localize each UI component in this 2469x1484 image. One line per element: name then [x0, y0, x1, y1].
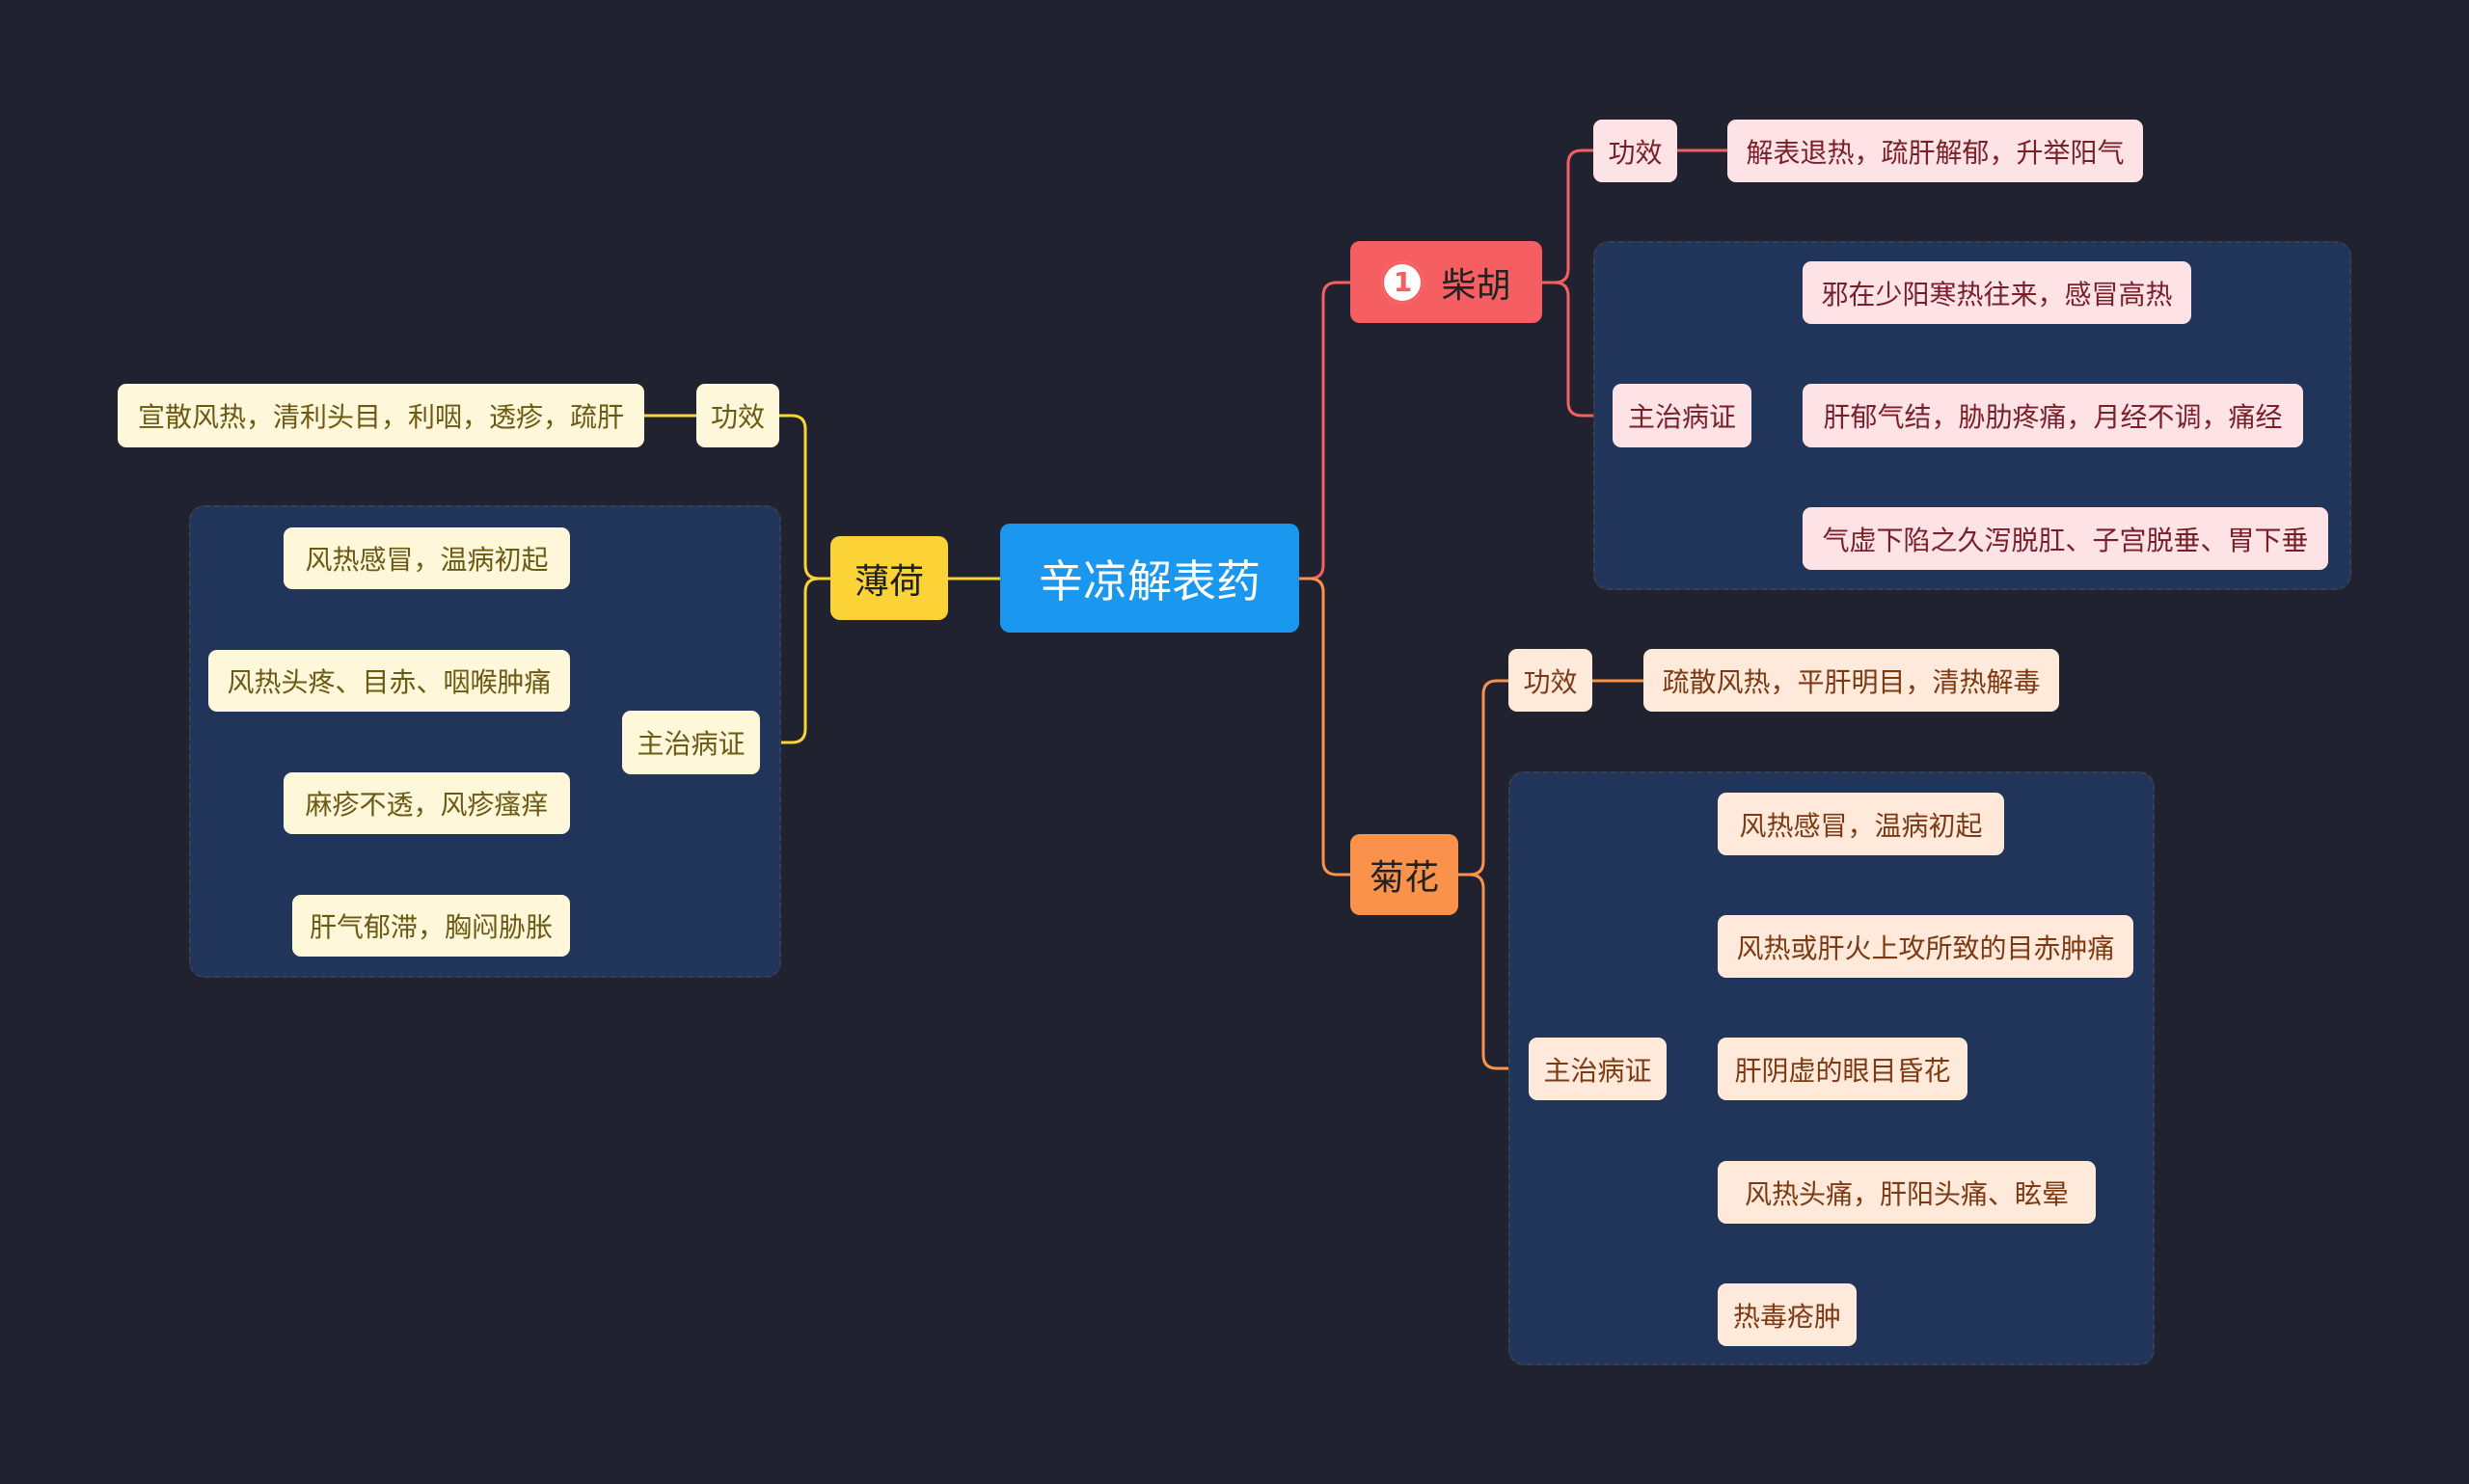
topic-juhua[interactable]: 菊花: [1350, 834, 1458, 915]
chaihu-gongxiao-label[interactable]: 功效: [1593, 120, 1677, 182]
connector-chaihu-gongxiao: [1542, 148, 1593, 284]
juhua-zhuzhi-item[interactable]: 热毒疮肿: [1718, 1283, 1857, 1346]
bohe-gongxiao-text[interactable]: 宣散风热，清利头目，利咽，透疹，疏肝: [118, 384, 644, 447]
bohe-zhuzhi-item[interactable]: 风热感冒，温病初起: [284, 527, 570, 589]
connector-bohe-zhuzhi: [760, 577, 830, 744]
chaihu-zhuzhi-item[interactable]: 气虚下陷之久泻脱肛、子宫脱垂、胃下垂: [1803, 507, 2328, 570]
root-topic[interactable]: 辛凉解表药: [1000, 524, 1299, 633]
juhua-zhuzhi-item[interactable]: 肝阴虚的眼目昏花: [1718, 1038, 1967, 1100]
juhua-zhuzhi-label[interactable]: 主治病证: [1529, 1038, 1667, 1100]
bohe-zhuzhi-item[interactable]: 肝气郁滞，胸闷胁胀: [292, 895, 570, 957]
juhua-zhuzhi-item[interactable]: 风热头痛，肝阳头痛、眩晕: [1718, 1161, 2096, 1224]
bohe-gongxiao-label[interactable]: 功效: [696, 384, 779, 447]
bohe-zhuzhi-item[interactable]: 风热头疼、目赤、咽喉肿痛: [208, 650, 570, 712]
connector-bohe-gongxiao: [779, 414, 830, 580]
topic-chaihu-label: 柴胡: [1441, 265, 1511, 306]
priority-1-icon: 1: [1381, 260, 1424, 304]
juhua-gongxiao-text[interactable]: 疏散风热，平肝明目，清热解毒: [1643, 649, 2059, 712]
connector-root-chaihu: [1299, 281, 1350, 580]
juhua-zhuzhi-item[interactable]: 风热感冒，温病初起: [1718, 793, 2004, 855]
connector-juhua-zhuzhi: [1458, 873, 1529, 1070]
topic-bohe[interactable]: 薄荷: [830, 536, 948, 620]
juhua-zhuzhi-item[interactable]: 风热或肝火上攻所致的目赤肿痛: [1718, 915, 2133, 978]
connector-juhua-gongxiao: [1458, 679, 1508, 877]
chaihu-zhuzhi-item[interactable]: 肝郁气结，胁肋疼痛，月经不调，痛经: [1803, 384, 2303, 447]
bohe-zhuzhi-item[interactable]: 麻疹不透，风疹瘙痒: [284, 772, 570, 834]
chaihu-gongxiao-text[interactable]: 解表退热，疏肝解郁，升举阳气: [1727, 120, 2143, 182]
juhua-gongxiao-label[interactable]: 功效: [1508, 649, 1592, 712]
chaihu-zhuzhi-item[interactable]: 邪在少阳寒热往来，感冒高热: [1803, 261, 2191, 324]
topic-chaihu[interactable]: 1 柴胡: [1350, 241, 1542, 323]
connector-root-juhua: [1299, 577, 1350, 877]
chaihu-zhuzhi-label[interactable]: 主治病证: [1613, 384, 1751, 447]
bohe-zhuzhi-label[interactable]: 主治病证: [622, 711, 760, 774]
connector-chaihu-zhuzhi: [1542, 281, 1613, 418]
